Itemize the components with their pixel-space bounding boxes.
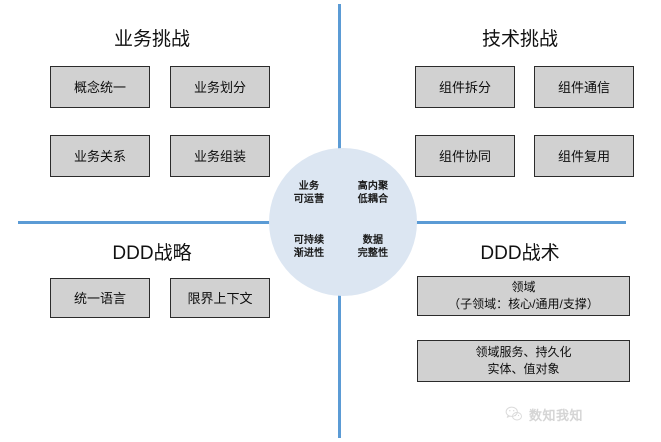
- circle-label-high-cohesion-low-coupling: 高内聚 低耦合: [357, 181, 389, 205]
- box-component-collaboration[interactable]: 组件协同: [415, 135, 515, 177]
- quadrant-title-business-challenge: 业务挑战: [113, 29, 190, 50]
- quadrant-title-ddd-strategy: DDD战略: [112, 243, 192, 264]
- watermark-text: 数知我知: [529, 407, 584, 423]
- box-component-reuse[interactable]: 组件复用: [534, 135, 634, 177]
- box-business-division[interactable]: 业务划分: [170, 66, 270, 108]
- watermark: 数知我知: [505, 402, 620, 426]
- box-business-relationship[interactable]: 业务关系: [50, 135, 150, 177]
- center-circle: [269, 148, 417, 296]
- circle-label-business-operable: 业务 可运营: [293, 181, 325, 205]
- circle-label-sustainable-progressive: 可持续 渐进性: [293, 235, 325, 259]
- quadrant-title-ddd-tactics: DDD战术: [480, 243, 560, 264]
- box-domain-subdomain[interactable]: 领域 （子领域：核心/通用/支撑）: [417, 276, 630, 316]
- quadrant-title-technical-challenge: 技术挑战: [481, 29, 558, 50]
- box-business-assembly[interactable]: 业务组装: [170, 135, 270, 177]
- box-domain-services-entities[interactable]: 领域服务、持久化 实体、值对象: [417, 340, 630, 382]
- wechat-icon: [505, 405, 523, 423]
- circle-label-data-integrity: 数据 完整性: [357, 235, 389, 259]
- box-ubiquitous-language[interactable]: 统一语言: [50, 278, 150, 318]
- box-bounded-context[interactable]: 限界上下文: [170, 278, 270, 318]
- box-concept-unification[interactable]: 概念统一: [50, 66, 150, 108]
- box-component-decomposition[interactable]: 组件拆分: [415, 66, 515, 108]
- box-component-communication[interactable]: 组件通信: [534, 66, 634, 108]
